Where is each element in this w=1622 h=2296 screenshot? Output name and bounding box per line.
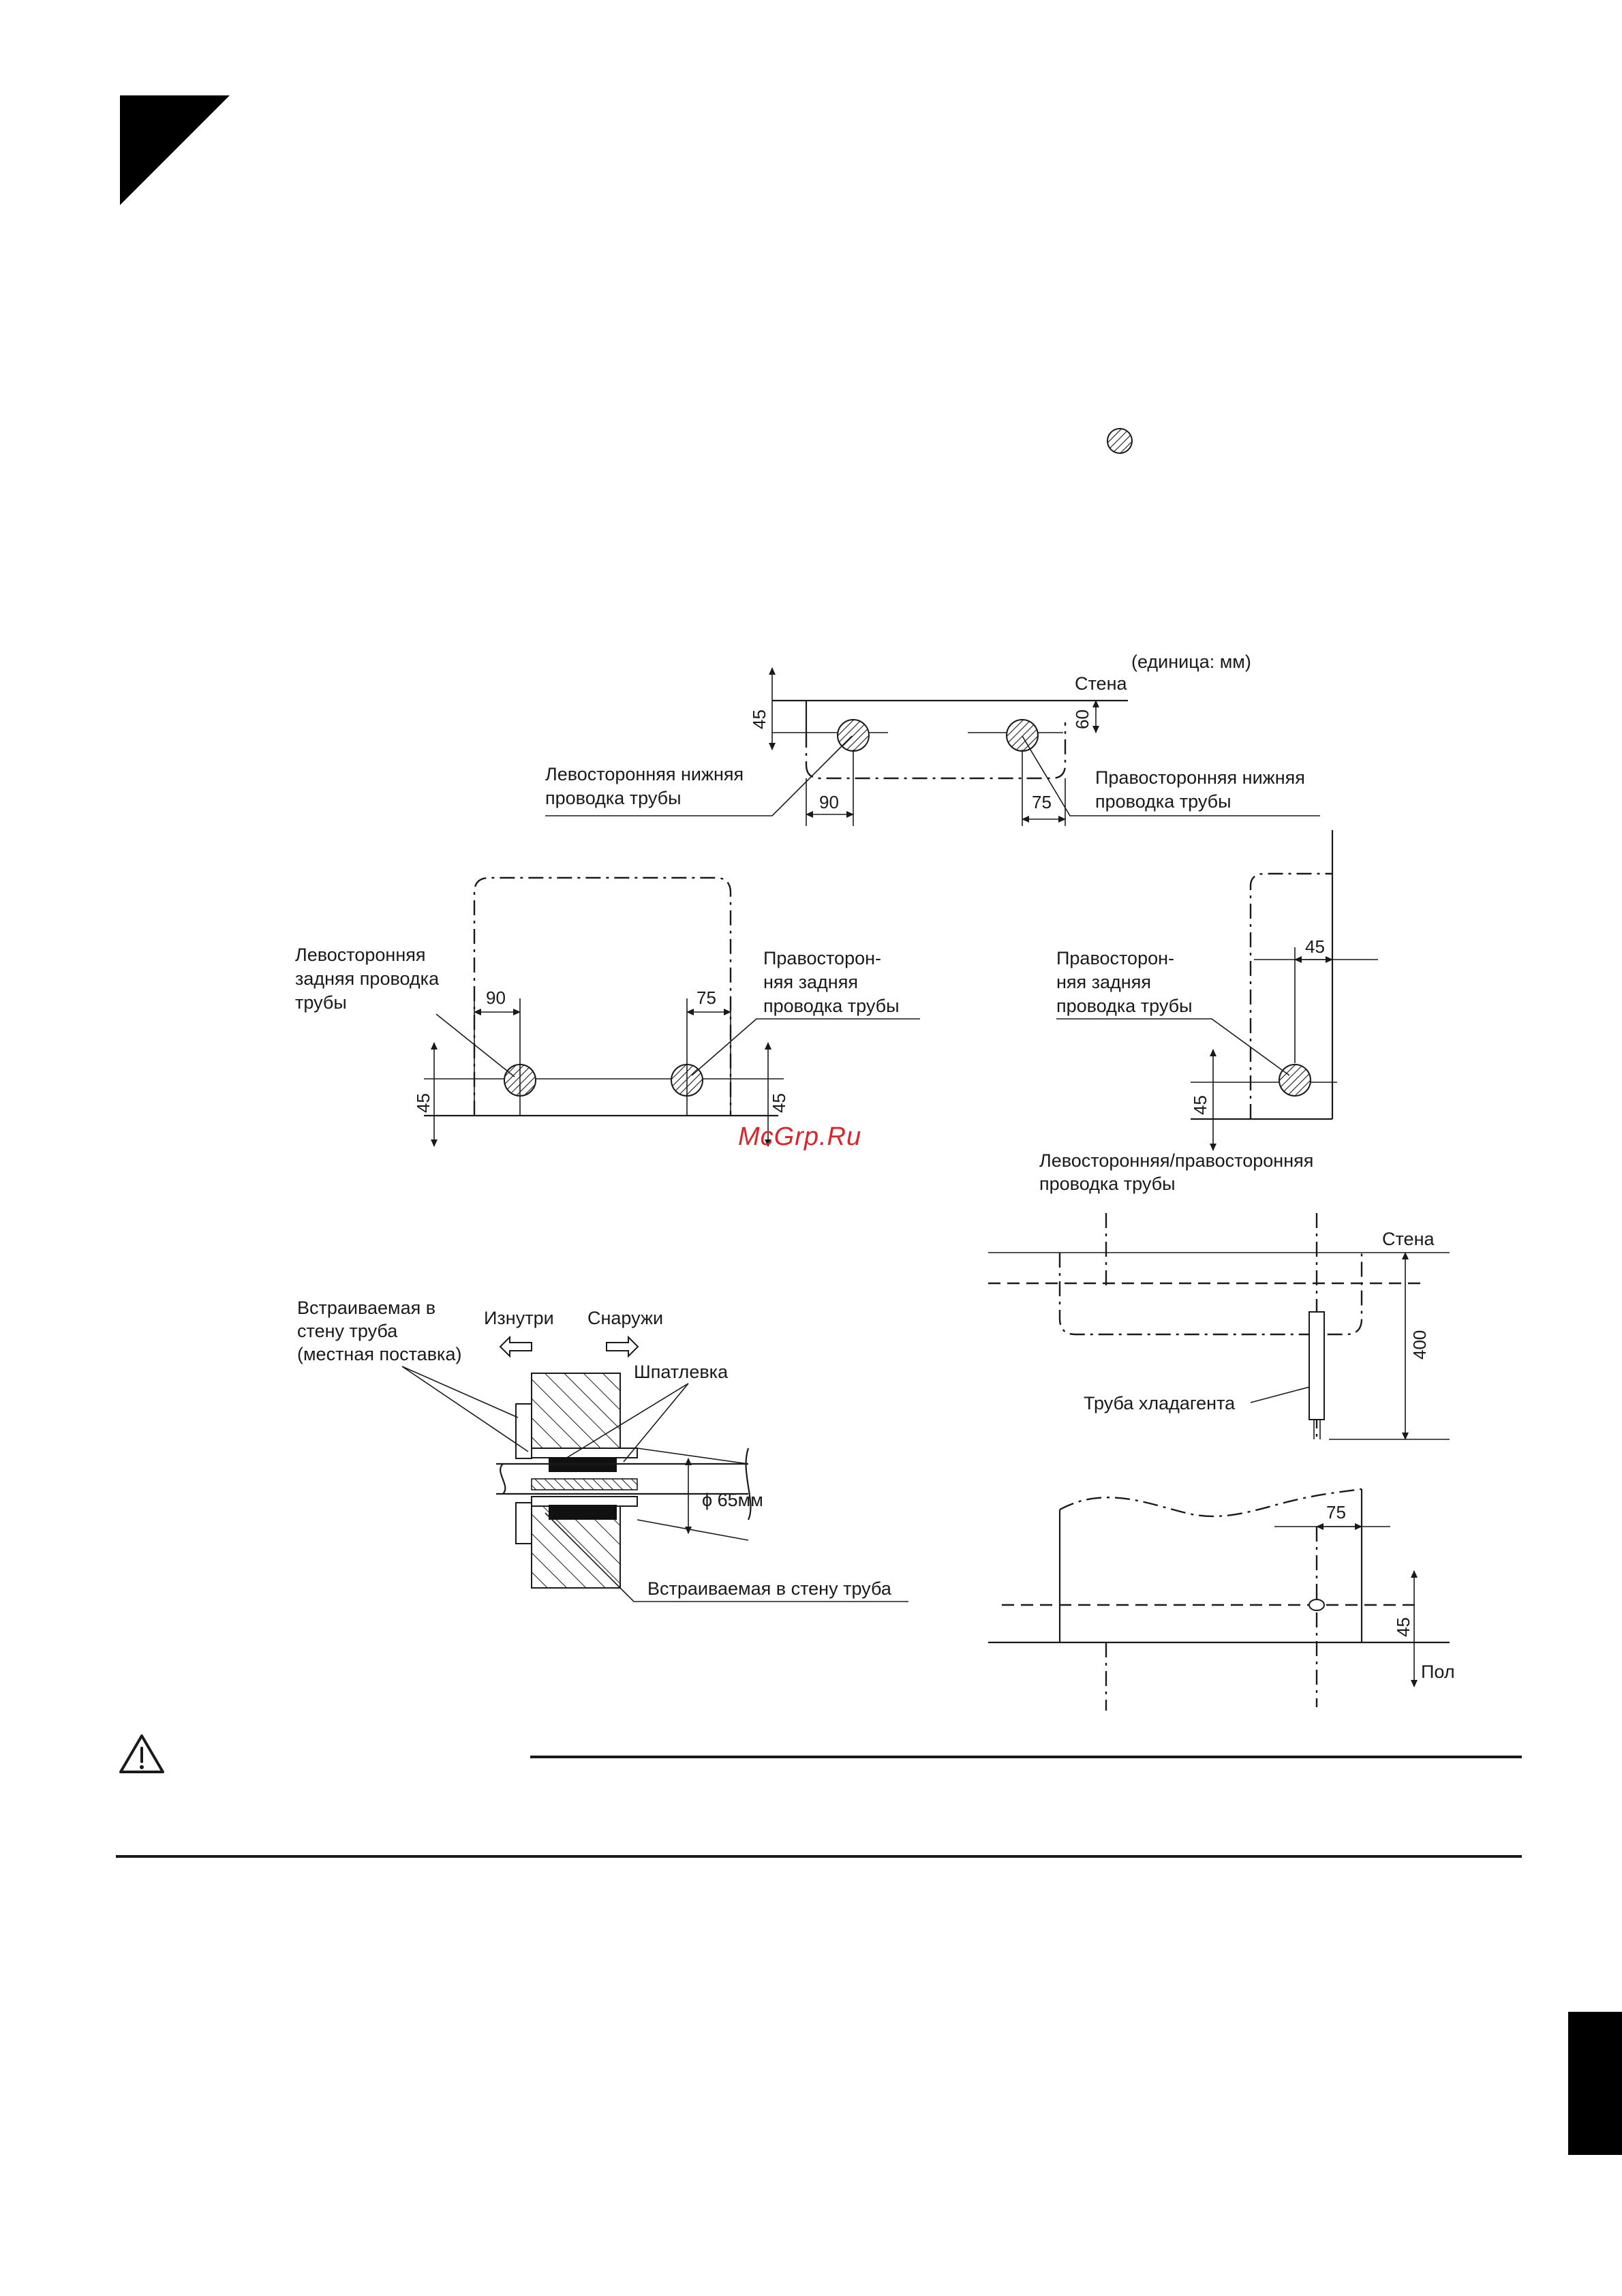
rear-dim-45-right: 45 bbox=[769, 1093, 789, 1113]
top-right-label-1: Правосторонняя нижняя bbox=[1095, 767, 1305, 788]
top-left-label-2: проводка трубы bbox=[545, 788, 682, 808]
top-dim-90: 90 bbox=[819, 792, 839, 812]
side-label-2: няя задняя bbox=[1056, 972, 1151, 992]
corner-logo-triangle bbox=[120, 95, 230, 205]
rear-dim-90: 90 bbox=[486, 988, 506, 1008]
outside-label: Снаружи bbox=[587, 1308, 663, 1328]
putty-label: Шпатлевка bbox=[634, 1362, 729, 1382]
left-right-piping-diagram: Левосторонняя/правосторонняя проводка тр… bbox=[988, 1150, 1450, 1440]
embedded-pipe-label-1: Встраиваемая в bbox=[297, 1298, 435, 1318]
lr-title-1: Левосторонняя/правосторонняя bbox=[1039, 1150, 1313, 1171]
page-edge-tab bbox=[1568, 2012, 1622, 2155]
floor-view-diagram: 75 45 Пол bbox=[988, 1488, 1455, 1711]
rear-left-label-3: трубы bbox=[295, 992, 347, 1013]
rear-left-label-1: Левосторонняя bbox=[295, 945, 425, 965]
top-right-label-2: проводка трубы bbox=[1095, 791, 1231, 812]
rear-right-label-2: няя задняя bbox=[763, 972, 858, 992]
rear-dim-45-left: 45 bbox=[413, 1093, 433, 1113]
floor-dim-75: 75 bbox=[1326, 1502, 1346, 1522]
embedded-pipe-label-3: (местная поставка) bbox=[297, 1344, 461, 1364]
side-view-diagram: 45 45 Правосторон- няя задняя проводка т… bbox=[1056, 830, 1378, 1151]
rear-view-diagram: 90 75 45 45 Левосторонняя задняя проводк… bbox=[295, 876, 920, 1147]
warning-icon bbox=[119, 1734, 164, 1773]
outside-arrow-icon bbox=[606, 1335, 639, 1358]
top-dim-45: 45 bbox=[749, 709, 769, 729]
side-dim-45-vertical: 45 bbox=[1190, 1095, 1210, 1115]
inside-arrow-icon bbox=[499, 1335, 532, 1358]
top-dim-60: 60 bbox=[1072, 709, 1092, 729]
floor-dim-45: 45 bbox=[1393, 1617, 1413, 1637]
lr-dim-400: 400 bbox=[1409, 1330, 1430, 1360]
hatched-hole-icon bbox=[1107, 428, 1133, 454]
lr-title-2: проводка трубы bbox=[1039, 1174, 1176, 1194]
top-wall-label: Стена bbox=[1075, 673, 1127, 694]
side-label-3: проводка трубы bbox=[1056, 996, 1193, 1016]
side-label-1: Правосторон- bbox=[1056, 948, 1174, 968]
units-note: (единица: мм) bbox=[1131, 652, 1251, 672]
embedded-pipe-label-2: стену труба bbox=[297, 1321, 398, 1341]
diameter-label: ϕ 65мм bbox=[702, 1490, 763, 1510]
inside-label: Изнутри bbox=[484, 1308, 554, 1328]
rear-left-label-2: задняя проводка bbox=[295, 968, 440, 989]
floor-label: Пол bbox=[1421, 1662, 1455, 1682]
embedded-pipe-bottom-label: Встраиваемая в стену труба bbox=[647, 1578, 892, 1599]
top-dim-75: 75 bbox=[1032, 792, 1052, 812]
refrigerant-pipe-label: Труба хладагента bbox=[1084, 1393, 1236, 1413]
top-left-label-1: Левосторонняя нижняя bbox=[545, 764, 744, 784]
top-view-diagram: (единица: мм) Стена 45 60 90 75 Левостор… bbox=[545, 652, 1320, 826]
rear-dim-75: 75 bbox=[697, 988, 716, 1008]
watermark: McGrp.Ru bbox=[738, 1122, 861, 1151]
lr-wall-label: Стена bbox=[1382, 1229, 1435, 1249]
rear-right-label-3: проводка трубы bbox=[763, 996, 900, 1016]
wall-pipe-section-diagram: Встраиваемая в стену труба (местная пост… bbox=[297, 1298, 908, 1602]
side-dim-45-horizontal: 45 bbox=[1305, 936, 1325, 957]
rear-right-label-1: Правосторон- bbox=[763, 948, 881, 968]
